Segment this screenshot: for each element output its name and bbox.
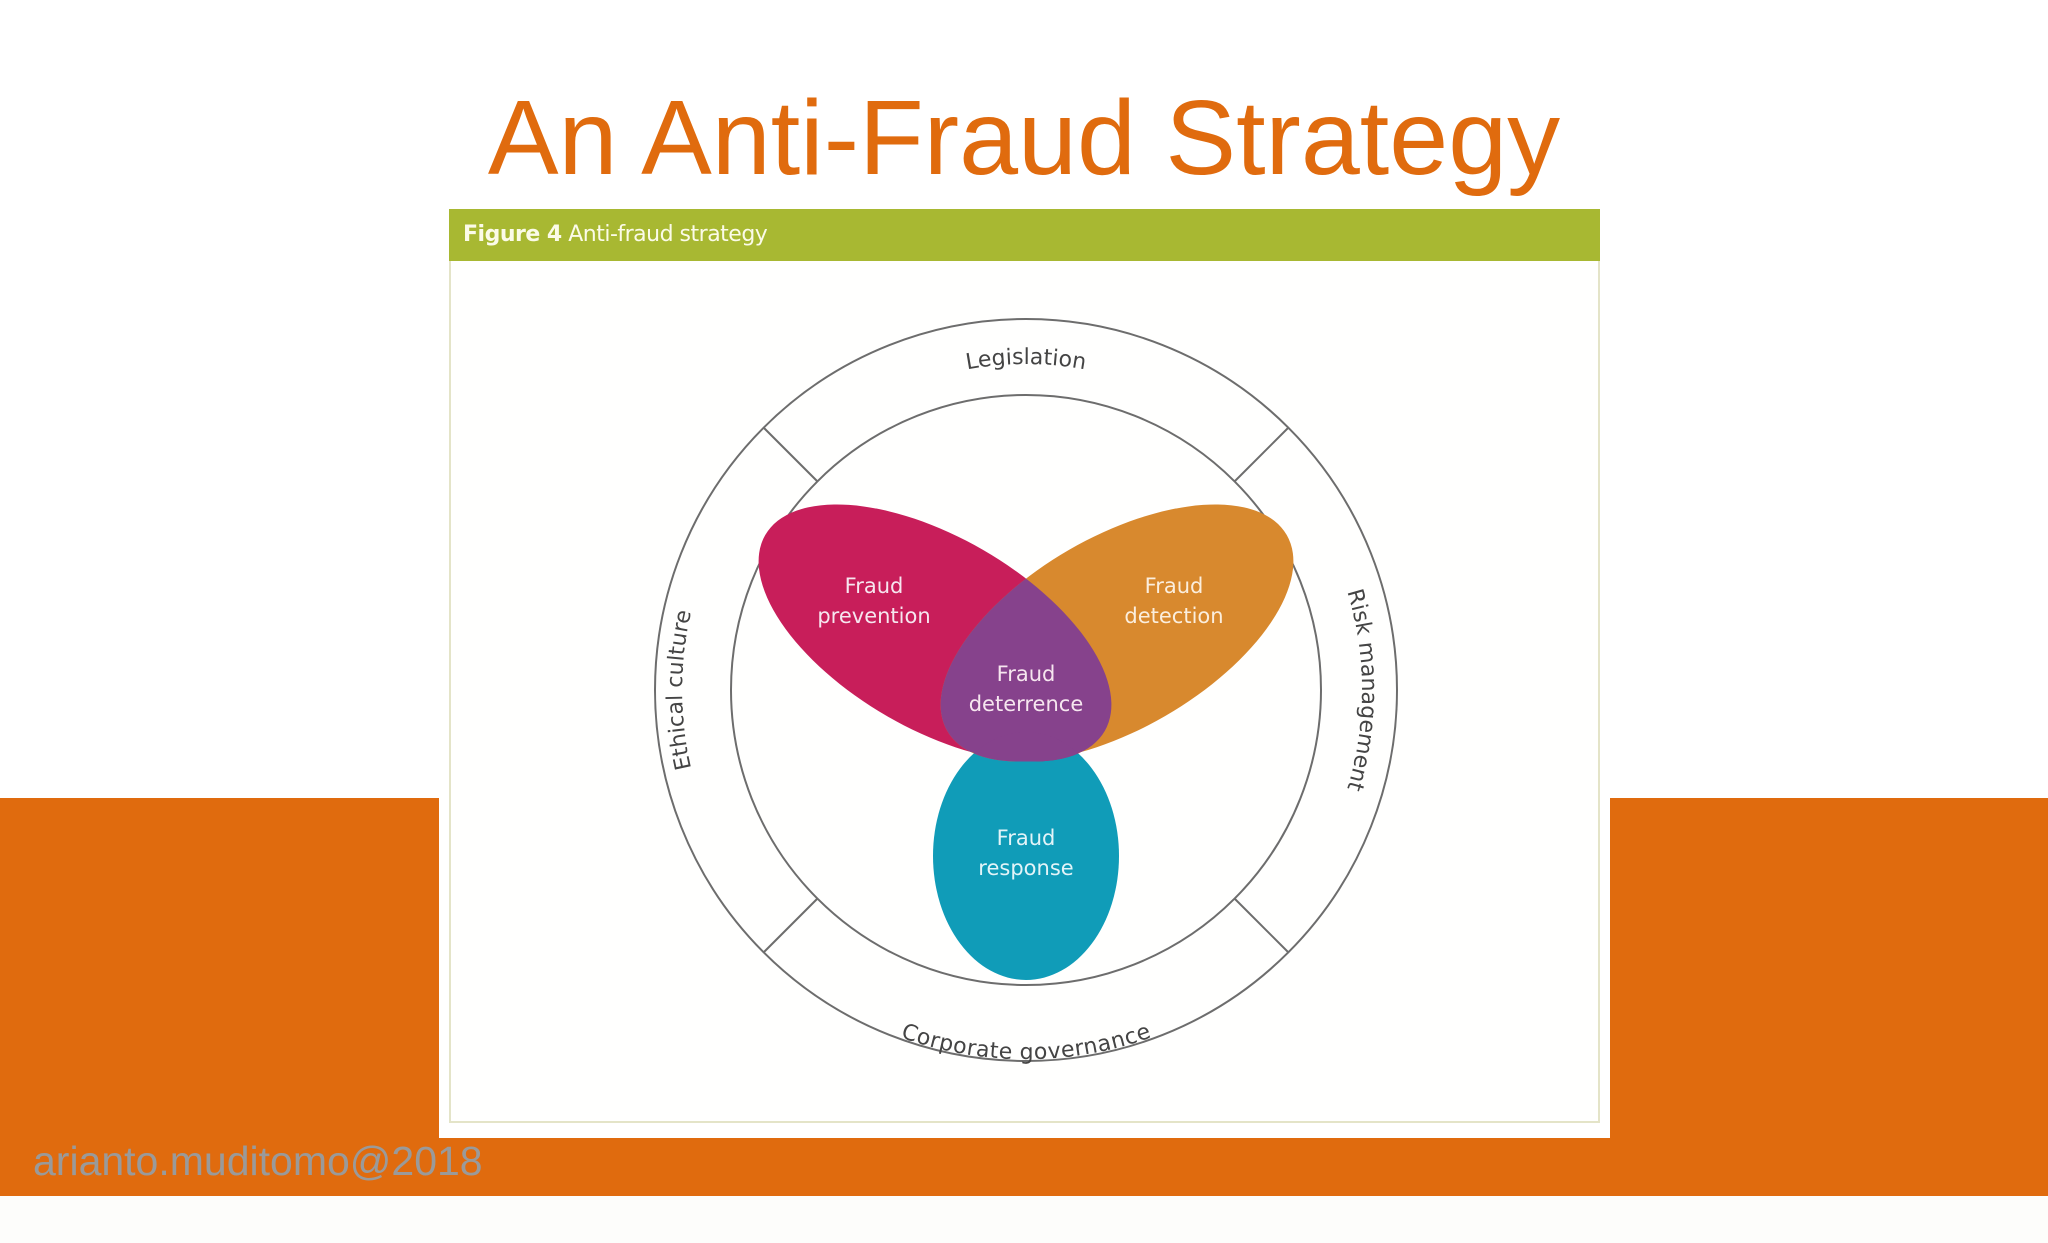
detection-label-2: detection (1124, 604, 1223, 628)
inner-ring (730, 394, 1322, 986)
response-label-2: response (978, 856, 1073, 880)
detection-label-1: Fraud (1145, 574, 1204, 598)
ring-label-legislation: Legislation (964, 345, 1088, 375)
ring-label-corporate-governance: Corporate governance (898, 1019, 1153, 1065)
slide-title: An Anti-Fraud Strategy (487, 79, 1561, 197)
figure-panel: Figure 4 Anti-fraud strategy (439, 209, 1610, 1138)
deterrence-label-1: Fraud (997, 662, 1056, 686)
figure-caption: Figure 4 Anti-fraud strategy (463, 222, 768, 247)
bottom-strip (0, 1196, 2048, 1243)
figure-label: Figure 4 (463, 222, 562, 247)
prevention-label-1: Fraud (845, 574, 904, 598)
deterrence-label-2: deterrence (969, 692, 1084, 716)
figure-header: Figure 4 Anti-fraud strategy (449, 209, 1600, 261)
prevention-label-2: prevention (817, 604, 930, 628)
anti-fraud-diagram: Legislation Risk management Corporate go… (654, 318, 1398, 1065)
ring-dividers (763, 427, 1289, 953)
ring-label-ethical-culture: Ethical culture (663, 608, 697, 773)
figure-caption-text: Anti-fraud strategy (568, 222, 768, 247)
ring-label-risk-management: Risk management (1341, 586, 1381, 794)
author-watermark: arianto.muditomo@2018 (33, 1138, 483, 1184)
outer-ring (654, 318, 1398, 1062)
response-label-1: Fraud (997, 826, 1056, 850)
